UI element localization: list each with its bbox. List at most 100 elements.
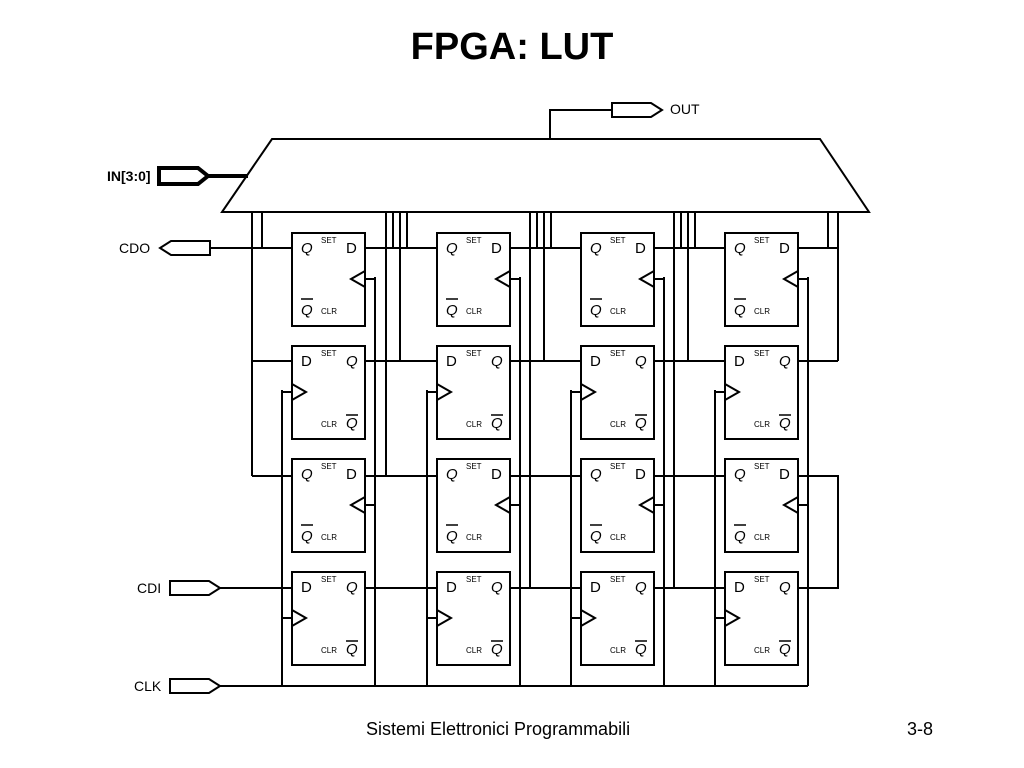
flipflop-body — [291, 232, 366, 327]
q-label: Q — [635, 353, 647, 370]
d-label: D — [734, 353, 745, 370]
d-label: D — [590, 353, 601, 370]
set-label: SET — [610, 236, 626, 245]
clock-triangle — [493, 496, 511, 514]
set-label: SET — [466, 349, 482, 358]
row3-wrap — [798, 475, 839, 589]
cdo-label: CDO — [119, 240, 150, 256]
clock-triangle — [637, 496, 655, 514]
clock-triangle — [580, 609, 598, 627]
clock-triangle — [291, 609, 309, 627]
qbar-label: Q — [590, 302, 602, 319]
flipflop: SET CLR Q D Q — [436, 232, 511, 327]
cdi-label: CDI — [137, 580, 161, 596]
mux-trapezoid — [220, 138, 871, 213]
set-label: SET — [321, 462, 337, 471]
set-label: SET — [466, 236, 482, 245]
q-label: Q — [346, 353, 358, 370]
d-label: D — [446, 353, 457, 370]
d-label: D — [301, 353, 312, 370]
d-label: D — [590, 579, 601, 596]
clock-triangle — [580, 383, 598, 401]
d-label: D — [491, 240, 502, 257]
clr-label: CLR — [754, 646, 770, 655]
qbar-label: Q — [446, 528, 458, 545]
out-port: OUT — [549, 101, 700, 139]
qbar-label: Q — [446, 302, 458, 319]
clr-label: CLR — [610, 533, 626, 542]
set-label: SET — [321, 236, 337, 245]
d-label: D — [301, 579, 312, 596]
set-label: SET — [321, 349, 337, 358]
clr-label: CLR — [466, 646, 482, 655]
clock-triangle — [724, 383, 742, 401]
set-label: SET — [610, 349, 626, 358]
d-label: D — [779, 240, 790, 257]
qbar-label: Q — [590, 528, 602, 545]
clr-label: CLR — [754, 533, 770, 542]
qbar-label: Q — [779, 415, 791, 432]
d-label: D — [635, 466, 646, 483]
qbar-label: Q — [301, 302, 313, 319]
flipflop: SET CLR D Q Q — [724, 345, 799, 440]
footer-course-name: Sistemi Elettronici Programmabili — [366, 719, 631, 739]
clock-triangle — [724, 609, 742, 627]
clr-label: CLR — [321, 307, 337, 316]
q-label: Q — [346, 579, 358, 596]
set-label: SET — [610, 462, 626, 471]
q-label: Q — [301, 466, 313, 483]
flipflop: SET CLR D Q Q — [291, 571, 366, 666]
q-label: Q — [779, 353, 791, 370]
clr-label: CLR — [466, 533, 482, 542]
q-label: Q — [446, 240, 458, 257]
clr-label: CLR — [754, 420, 770, 429]
q-label: Q — [491, 579, 503, 596]
q-label: Q — [635, 579, 647, 596]
wiring — [251, 212, 839, 686]
q-label: Q — [734, 466, 746, 483]
clock-triangle — [493, 270, 511, 288]
clock-triangle — [348, 496, 366, 514]
clr-label: CLR — [321, 533, 337, 542]
q-label: Q — [301, 240, 313, 257]
clock-triangle — [291, 383, 309, 401]
qbar-label: Q — [635, 415, 647, 432]
clr-label: CLR — [466, 420, 482, 429]
d-label: D — [491, 466, 502, 483]
qbar-label: Q — [734, 528, 746, 545]
cdi-port: CDI — [137, 580, 292, 596]
clock-triangle — [637, 270, 655, 288]
clr-label: CLR — [321, 420, 337, 429]
set-label: SET — [466, 462, 482, 471]
clr-label: CLR — [754, 307, 770, 316]
in-bus-port: IN[3:0] — [107, 166, 248, 186]
set-label: SET — [321, 575, 337, 584]
clr-label: CLR — [610, 307, 626, 316]
clk-port: CLK — [134, 678, 808, 694]
flipflop: SET CLR Q D Q — [291, 232, 366, 327]
clock-triangle — [781, 496, 799, 514]
q-label: Q — [734, 240, 746, 257]
d-label: D — [779, 466, 790, 483]
d-label: D — [346, 466, 357, 483]
clr-label: CLR — [321, 646, 337, 655]
d-label: D — [346, 240, 357, 257]
set-label: SET — [754, 349, 770, 358]
out-label: OUT — [670, 101, 700, 117]
slide-title: FPGA: LUT — [410, 26, 614, 68]
q-label: Q — [779, 579, 791, 596]
qbar-label: Q — [779, 641, 791, 658]
clr-label: CLR — [466, 307, 482, 316]
qbar-label: Q — [346, 641, 358, 658]
set-label: SET — [754, 236, 770, 245]
